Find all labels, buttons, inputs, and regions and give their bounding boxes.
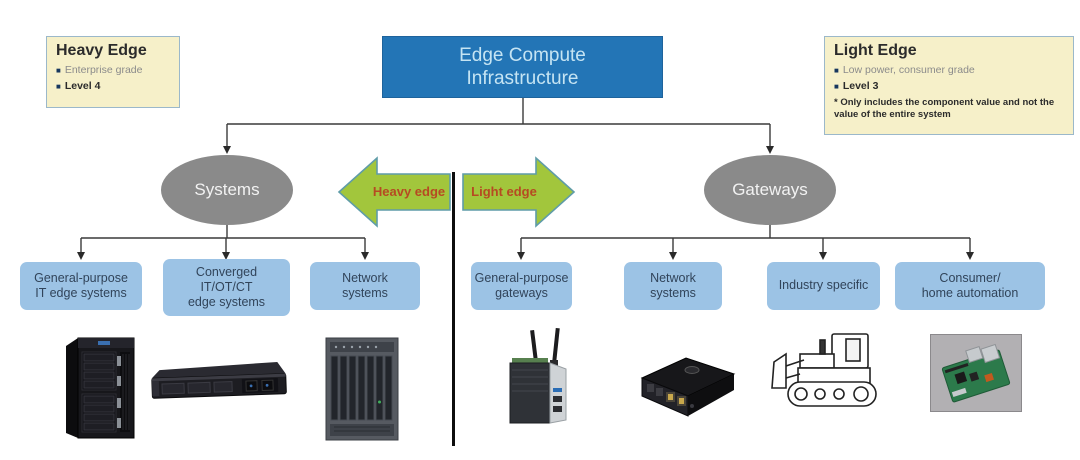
category-industry-specific: Industry specific [767, 262, 880, 310]
bullet-square-icon: ■ [834, 66, 839, 75]
gateways-node: Gateways [704, 155, 836, 225]
category-network-systems-left: Network systems [310, 262, 420, 310]
bullet-square-icon: ■ [56, 81, 61, 91]
light-edge-footnote: * Only includes the component value and … [834, 96, 1055, 120]
light-edge-bullet-1: ■ Low power, consumer grade [834, 63, 1064, 79]
root-node-edge-compute-infrastructure: Edge Compute Infrastructure [382, 36, 663, 98]
bulldozer-sketch-image [771, 333, 877, 407]
light-edge-arrow: Light edge [461, 155, 576, 229]
category-network-systems-right: Network systems [624, 262, 722, 310]
category-general-purpose-gateways: General-purpose gateways [471, 262, 572, 310]
left-arrow-icon [337, 156, 451, 228]
chassis-switch-image [325, 337, 399, 441]
light-edge-bullet-2: ■ Level 3 [834, 79, 1064, 95]
heavy-edge-info-box: Heavy Edge ■ Enterprise grade ■ Level 4 [46, 36, 180, 108]
industrial-gateway-image [509, 328, 567, 424]
center-divider-line [452, 172, 455, 446]
right-arrow-icon [462, 156, 576, 228]
heavy-edge-bullet-1: ■ Enterprise grade [56, 63, 170, 79]
bullet-square-icon: ■ [56, 66, 61, 75]
light-edge-title: Light Edge [834, 42, 917, 59]
heavy-edge-arrow-label: Heavy edge [372, 184, 446, 199]
category-general-purpose-it-edge-systems: General-purpose IT edge systems [20, 262, 142, 310]
heavy-edge-bullet-2: ■ Level 4 [56, 79, 170, 95]
gateway-router-image [640, 357, 736, 417]
systems-node: Systems [161, 155, 293, 225]
heavy-edge-arrow: Heavy edge [337, 155, 452, 229]
light-edge-arrow-label: Light edge [471, 184, 537, 199]
raspberry-pi-image [930, 334, 1022, 412]
category-converged-it-ot-ct-edge-systems: Converged IT/OT/CT edge systems [163, 259, 290, 316]
heavy-edge-title: Heavy Edge [56, 42, 147, 59]
category-consumer-home-automation: Consumer/ home automation [895, 262, 1045, 310]
rack-server-image [151, 361, 287, 399]
tower-server-image [66, 337, 135, 439]
bullet-square-icon: ■ [834, 81, 839, 91]
light-edge-info-box: Light Edge ■ Low power, consumer grade ■… [824, 36, 1074, 135]
